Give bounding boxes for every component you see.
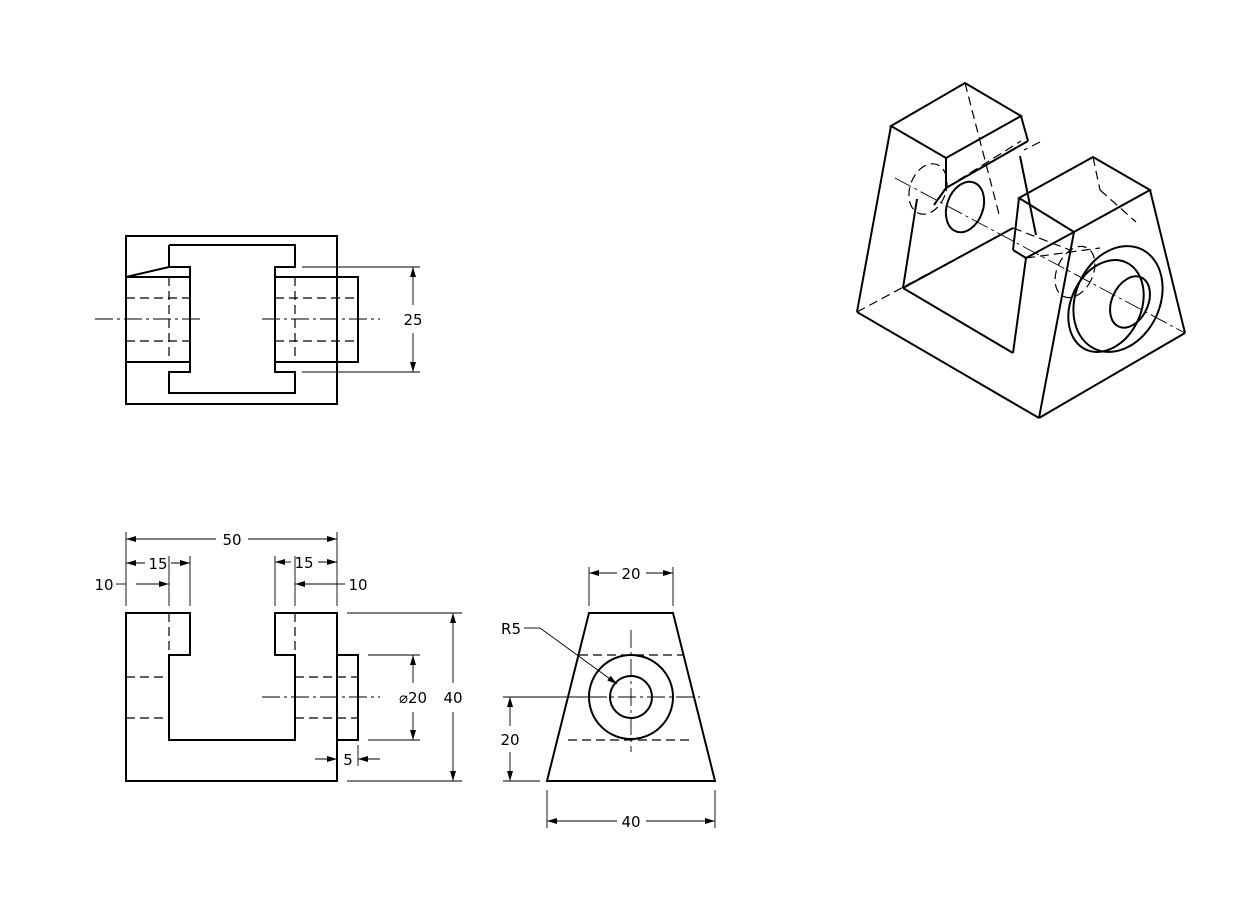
isometric-view <box>856 81 1186 419</box>
dim-center-height: 20 <box>500 731 519 749</box>
iso-edge <box>1013 141 1028 353</box>
iso-edge <box>902 198 918 289</box>
iso-edge <box>1012 197 1020 251</box>
side-view: 20 R5 20 40 <box>500 565 717 831</box>
iso-edge <box>1149 189 1186 334</box>
iso-hidden-line <box>945 140 1022 189</box>
front-view: 50 15 15 10 10 5 ⌀20 <box>94 531 463 782</box>
dim-radius: R5 <box>501 620 521 638</box>
iso-boss-front <box>1067 259 1145 353</box>
iso-left-hole <box>944 180 986 234</box>
iso-hidden-line <box>964 82 1001 219</box>
iso-edge <box>1038 231 1075 419</box>
dim-hole-diameter: ⌀20 <box>399 689 427 707</box>
front-view-outline <box>125 612 359 782</box>
iso-hidden-hole <box>1054 245 1096 299</box>
iso-right-top-face <box>1017 155 1153 234</box>
side-view-outline <box>545 612 717 782</box>
dim-right-width: 15 <box>294 554 313 572</box>
iso-left-top-face <box>889 81 1024 160</box>
iso-edge <box>933 187 947 206</box>
top-view: 25 <box>95 235 423 405</box>
iso-hidden-line <box>1023 141 1041 151</box>
iso-hidden-line <box>1025 247 1101 259</box>
dim-boss-depth: 5 <box>343 751 353 769</box>
dim-left-width: 15 <box>148 555 167 573</box>
iso-edge <box>1012 249 1027 259</box>
dim-right-offset: 10 <box>348 576 367 594</box>
iso-edge <box>1012 257 1027 354</box>
iso-edge <box>1038 332 1186 419</box>
iso-edge <box>856 311 1040 419</box>
dim-top-width: 20 <box>621 565 640 583</box>
iso-edge <box>945 140 1029 189</box>
dim-overall-width: 50 <box>222 531 241 549</box>
iso-hidden-line <box>1099 189 1137 223</box>
dim-base-width: 40 <box>621 813 640 831</box>
iso-edge <box>1019 155 1037 236</box>
iso-centerline <box>894 177 1186 334</box>
dim-left-offset: 10 <box>94 576 113 594</box>
iso-edge <box>856 125 892 313</box>
iso-hidden-line <box>856 227 1014 313</box>
dim-top-height: 25 <box>403 311 422 329</box>
iso-hidden-line <box>1012 227 1071 251</box>
iso-edge <box>1020 115 1029 142</box>
iso-edge <box>902 287 1014 354</box>
dim-height: 40 <box>443 689 462 707</box>
iso-edge <box>1025 231 1075 259</box>
iso-right-hole <box>1109 275 1151 329</box>
leader-line <box>539 627 618 685</box>
iso-hidden-line <box>1092 156 1101 191</box>
top-view-outline <box>125 235 338 405</box>
